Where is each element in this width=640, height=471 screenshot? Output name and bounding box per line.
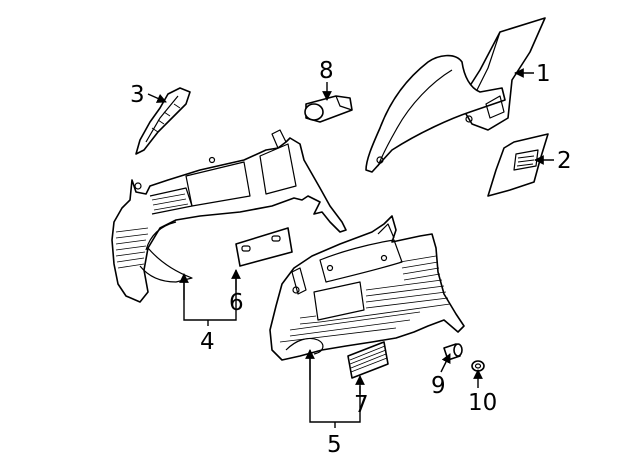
callout-10: 10 xyxy=(468,390,497,416)
callout-9: 9 xyxy=(431,373,446,399)
part-8-cap xyxy=(304,95,353,123)
part-4-left-panel xyxy=(111,129,347,303)
callout-numbers: 1 2 3 4 5 6 7 8 9 10 xyxy=(130,58,572,458)
part-3-bracket xyxy=(135,87,191,155)
callout-1: 1 xyxy=(536,61,551,87)
part-2-quarter-trim xyxy=(487,133,549,197)
callout-6: 6 xyxy=(229,290,244,316)
part-7-grille xyxy=(347,341,389,379)
callout-7: 7 xyxy=(354,392,369,418)
part-9-pin xyxy=(443,343,463,361)
part-5-ribs xyxy=(279,255,451,343)
callout-3: 3 xyxy=(130,82,145,108)
part-6-plate xyxy=(235,227,293,267)
part-1-pillar-trim xyxy=(365,17,546,173)
leader-lines xyxy=(147,68,554,428)
callout-2: 2 xyxy=(557,148,572,174)
part-5-right-panel xyxy=(269,215,465,361)
part-10-retainer xyxy=(471,360,485,372)
callout-4: 4 xyxy=(200,329,215,355)
callout-5: 5 xyxy=(327,432,342,458)
part-4-ribs xyxy=(115,193,189,269)
callout-8: 8 xyxy=(319,58,334,84)
